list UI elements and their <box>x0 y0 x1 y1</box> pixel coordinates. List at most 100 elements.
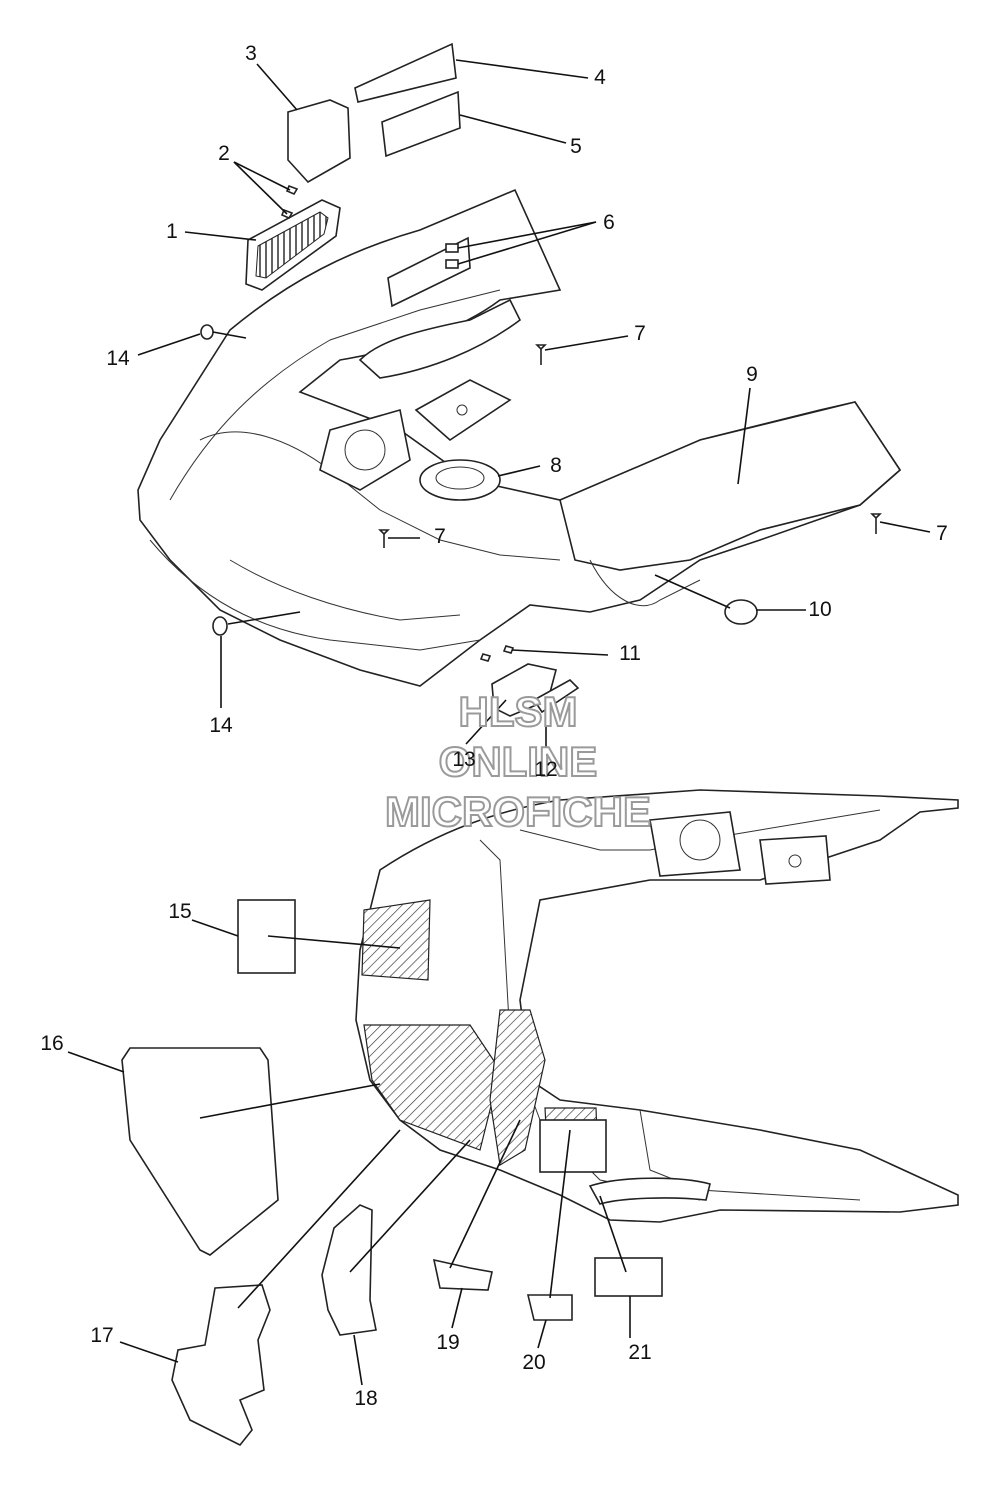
leader-7a <box>544 335 629 351</box>
leader-19b <box>449 1119 521 1269</box>
insulation-area-15 <box>361 899 431 981</box>
side-panel-part-9 <box>559 401 902 571</box>
callout-15: 15 <box>168 900 191 923</box>
callout-8: 8 <box>550 454 562 477</box>
hood-inner-contour-3 <box>149 539 481 651</box>
leader-18 <box>353 1334 363 1386</box>
pan-handle <box>588 1177 711 1205</box>
pan-bracket <box>539 1119 607 1173</box>
vent-grille-louvers <box>255 211 329 279</box>
gauge-bezel-part-8 <box>419 459 501 501</box>
pan-inner-contour-2 <box>519 809 881 851</box>
leader-14a <box>137 333 201 356</box>
leader-2a <box>233 161 291 191</box>
callout-17: 17 <box>90 1324 113 1347</box>
callout-13: 13 <box>452 748 475 771</box>
hood-gauge-hole <box>344 429 386 471</box>
leader-6b <box>457 221 597 265</box>
callout-7c: 7 <box>936 522 948 545</box>
hood-gauge-mount <box>319 408 411 491</box>
leader-15b <box>267 935 401 949</box>
clip-part-6a <box>445 243 459 253</box>
leader-lines <box>67 59 931 1386</box>
pan-square-cutout <box>759 835 831 885</box>
callout-2: 2 <box>218 142 230 165</box>
leader-15 <box>191 919 239 937</box>
leader-2b <box>233 161 288 215</box>
callout-19: 19 <box>436 1331 459 1354</box>
callout-12: 12 <box>534 758 557 781</box>
decal-part-4 <box>354 42 457 103</box>
pan-cutout-hole <box>788 854 802 868</box>
leader-10b <box>654 574 731 609</box>
leader-19 <box>451 1287 463 1329</box>
insulation-part-17 <box>171 1284 271 1447</box>
leader-3 <box>256 63 298 111</box>
decal-part-3 <box>287 99 351 184</box>
leader-13 <box>465 699 507 745</box>
leader-11 <box>511 649 609 656</box>
callout-7b: 7 <box>434 525 446 548</box>
watermark: HLSM ONLINE MICROFICHE <box>384 687 652 836</box>
insulation-pieces <box>121 899 663 1447</box>
callout-20: 20 <box>522 1351 545 1374</box>
callout-1: 1 <box>166 220 178 243</box>
pan-round-mount <box>649 811 741 877</box>
lower-pan-assembly <box>355 789 959 1223</box>
insulation-part-19 <box>432 1258 493 1291</box>
clip-part-6b <box>445 259 459 269</box>
callout-7a: 7 <box>634 322 646 345</box>
insulation-part-21 <box>594 1257 663 1297</box>
callout-5: 5 <box>570 135 582 158</box>
insulation-part-20 <box>526 1294 573 1321</box>
duct-part-12 <box>532 679 580 714</box>
gauge-bezel-inner <box>435 466 485 490</box>
screw-part-7a <box>535 344 547 365</box>
hood-square-cutout <box>414 379 512 442</box>
leader-16b <box>199 1083 381 1119</box>
callout-6: 6 <box>603 211 615 234</box>
callout-14a: 14 <box>106 347 130 370</box>
watermark-line2: ONLINE <box>439 738 598 785</box>
leader-9 <box>737 387 751 485</box>
callout-4: 4 <box>594 66 606 89</box>
insulation-area-16 <box>363 1024 501 1151</box>
leader-5 <box>459 114 567 144</box>
leader-20 <box>537 1319 547 1349</box>
insulation-part-15 <box>237 899 296 974</box>
cap-part-10 <box>724 599 758 625</box>
hood-inner-contour-1 <box>169 289 501 501</box>
leader-1 <box>184 231 257 241</box>
callout-10: 10 <box>808 598 831 621</box>
leader-4 <box>455 59 589 79</box>
callout-21: 21 <box>628 1341 651 1364</box>
decal-part-5 <box>381 90 461 158</box>
leader-6a <box>457 221 597 249</box>
hood-handle-recess <box>358 298 522 379</box>
hood-inner-contour-4 <box>229 559 461 621</box>
plug-part-14-lower <box>212 616 228 636</box>
leader-8 <box>497 465 541 477</box>
decal-plate-part-6 <box>387 236 471 308</box>
hood-inner-contour-5 <box>589 559 701 607</box>
watermark-line1: HLSM <box>459 688 578 735</box>
leader-14c <box>227 611 301 625</box>
leader-18b <box>349 1139 471 1273</box>
callout-18: 18 <box>354 1387 377 1410</box>
callout-11: 11 <box>619 642 641 665</box>
insulation-part-18 <box>321 1204 377 1336</box>
callout-3: 3 <box>245 42 257 65</box>
insulation-area-17 <box>489 1009 546 1166</box>
callout-labels: 1 2 3 4 5 6 7 7 7 8 9 10 11 12 13 14 14 … <box>40 42 948 1410</box>
hood-inner-contour-2 <box>199 431 561 561</box>
screw-part-7b <box>378 529 390 548</box>
leader-17b <box>237 1129 401 1309</box>
leader-21b <box>599 1195 627 1273</box>
callout-14b: 14 <box>209 714 233 737</box>
leader-16 <box>67 1051 125 1073</box>
leader-20b <box>549 1129 571 1299</box>
screw-part-11a <box>479 653 492 662</box>
screw-part-7c <box>870 513 882 534</box>
